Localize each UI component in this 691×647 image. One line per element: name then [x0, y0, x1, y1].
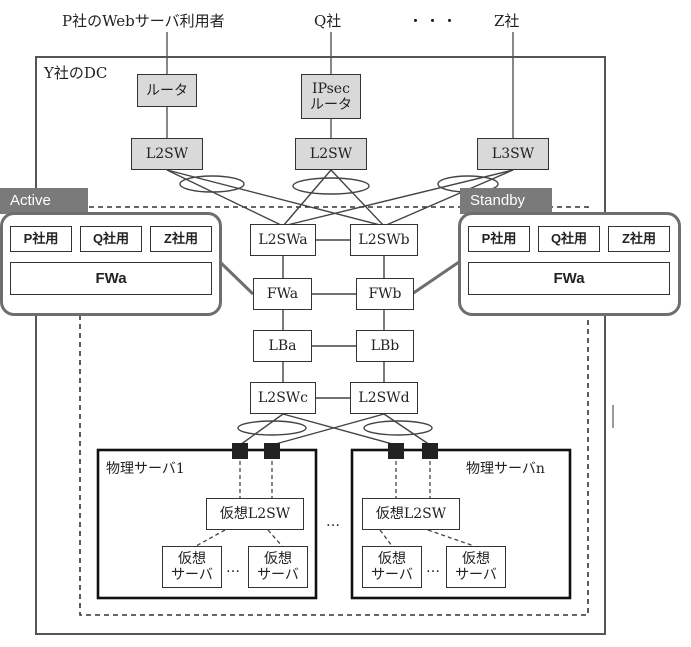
l2sw-left: L2SW — [131, 138, 203, 170]
active-fw: FWa — [10, 262, 212, 295]
fwb: FWb — [356, 278, 414, 310]
vsys-z: Z社用 — [608, 226, 670, 252]
vsys-q: Q社用 — [538, 226, 600, 252]
vsys-p: P社用 — [468, 226, 530, 252]
virtual-server-line1: 仮想 — [378, 551, 406, 567]
virtual-server-line2: サーバ — [371, 567, 413, 583]
virtual-server-line1: 仮想 — [264, 551, 292, 567]
l3sw: L3SW — [477, 138, 549, 170]
fwa: FWa — [253, 278, 312, 310]
virtual-server-line2: サーバ — [257, 567, 299, 583]
l2swb: L2SWb — [350, 224, 418, 256]
vsys-p: P社用 — [10, 226, 72, 252]
nic-port — [264, 443, 280, 459]
physical-server-1-frame — [96, 448, 318, 600]
physical-server-1-title: 物理サーバ1 — [106, 461, 185, 477]
physical-server-n-title: 物理サーバn — [466, 461, 545, 477]
physical-server-n-frame — [350, 448, 572, 600]
virtual-server: 仮想 サーバ — [362, 546, 422, 588]
vsys-q: Q社用 — [80, 226, 142, 252]
virtual-server-line2: サーバ — [171, 567, 213, 583]
standby-fw: FWa — [468, 262, 670, 295]
virtual-l2sw-n: 仮想L2SW — [362, 498, 460, 530]
virtual-server-line1: 仮想 — [462, 551, 490, 567]
virtual-server: 仮想 サーバ — [162, 546, 222, 588]
nic-port — [388, 443, 404, 459]
label-company-z: Z社 — [494, 12, 520, 30]
lba: LBa — [253, 330, 312, 362]
l2sw-middle: L2SW — [295, 138, 367, 170]
server-ellipsis: … — [226, 560, 240, 576]
virtual-l2sw-1: 仮想L2SW — [206, 498, 304, 530]
lbb: LBb — [356, 330, 414, 362]
l2swa: L2SWa — [250, 224, 316, 256]
dashed-zone — [79, 206, 589, 616]
dc-frame — [35, 56, 606, 635]
vsys-z: Z社用 — [150, 226, 212, 252]
nic-port — [232, 443, 248, 459]
active-tag: Active — [0, 188, 88, 214]
label-p-web-users: P社のWebサーバ利用者 — [62, 12, 225, 30]
label-ellipsis: ・・・ — [408, 12, 460, 30]
server-ellipsis: … — [426, 560, 440, 576]
router: ルータ — [137, 74, 197, 107]
virtual-server: 仮想 サーバ — [248, 546, 308, 588]
nic-port — [422, 443, 438, 459]
virtual-server-line1: 仮想 — [178, 551, 206, 567]
label-company-q: Q社 — [314, 12, 342, 30]
standby-tag: Standby — [460, 188, 552, 214]
ipsec-router-line2: ルータ — [310, 96, 352, 113]
ipsec-router: IPsec ルータ — [301, 74, 361, 119]
between-servers-ellipsis: … — [326, 514, 340, 530]
ipsec-router-line1: IPsec — [312, 80, 350, 97]
label-dc: Y社のDC — [44, 64, 108, 82]
l2swc: L2SWc — [250, 382, 316, 414]
l2swd: L2SWd — [350, 382, 418, 414]
virtual-server-line2: サーバ — [455, 567, 497, 583]
virtual-server: 仮想 サーバ — [446, 546, 506, 588]
